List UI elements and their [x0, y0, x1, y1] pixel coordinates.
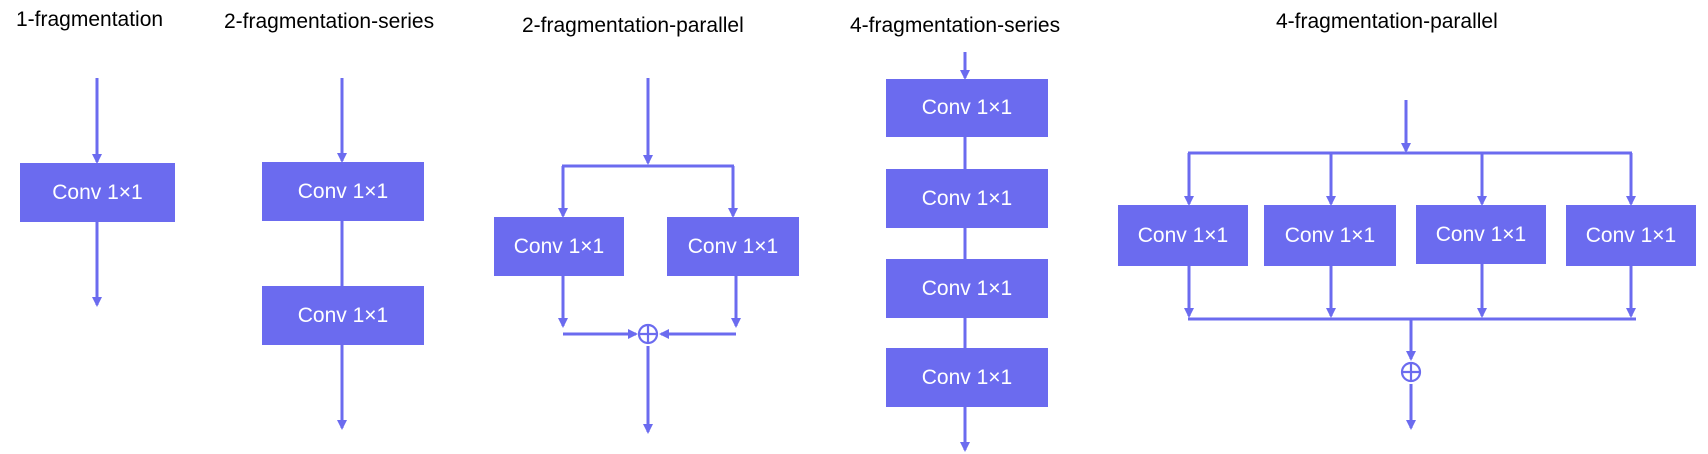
p2-conv-block-2: Conv 1×1 — [262, 286, 424, 345]
p5-conv-block-4: Conv 1×1 — [1566, 205, 1696, 266]
title-4-fragmentation-series: 4-fragmentation-series — [850, 14, 1061, 37]
p5-conv-block-3: Conv 1×1 — [1416, 205, 1546, 264]
title-4-fragmentation-parallel: 4-fragmentation-parallel — [1276, 10, 1498, 33]
p1-conv-block: Conv 1×1 — [20, 163, 175, 222]
p4-conv-block-1: Conv 1×1 — [886, 79, 1048, 137]
p4-conv-block-4: Conv 1×1 — [886, 348, 1048, 407]
p5-conv-block-1: Conv 1×1 — [1118, 205, 1248, 266]
p4-conv-block-2: Conv 1×1 — [886, 169, 1048, 228]
p5-conv-block-2: Conv 1×1 — [1264, 205, 1396, 266]
p4-conv-block-3: Conv 1×1 — [886, 259, 1048, 318]
p3-conv-block-left: Conv 1×1 — [494, 217, 624, 276]
p3-conv-block-right: Conv 1×1 — [667, 217, 799, 276]
title-2-fragmentation-series: 2-fragmentation-series — [224, 10, 435, 33]
title-2-fragmentation-parallel: 2-fragmentation-parallel — [522, 14, 744, 37]
title-1-fragmentation: 1-fragmentation — [16, 8, 164, 31]
p2-conv-block-1: Conv 1×1 — [262, 162, 424, 221]
p3-sum-node-circled-plus-icon — [637, 323, 659, 345]
p5-sum-node-circled-plus-icon — [1400, 361, 1422, 383]
